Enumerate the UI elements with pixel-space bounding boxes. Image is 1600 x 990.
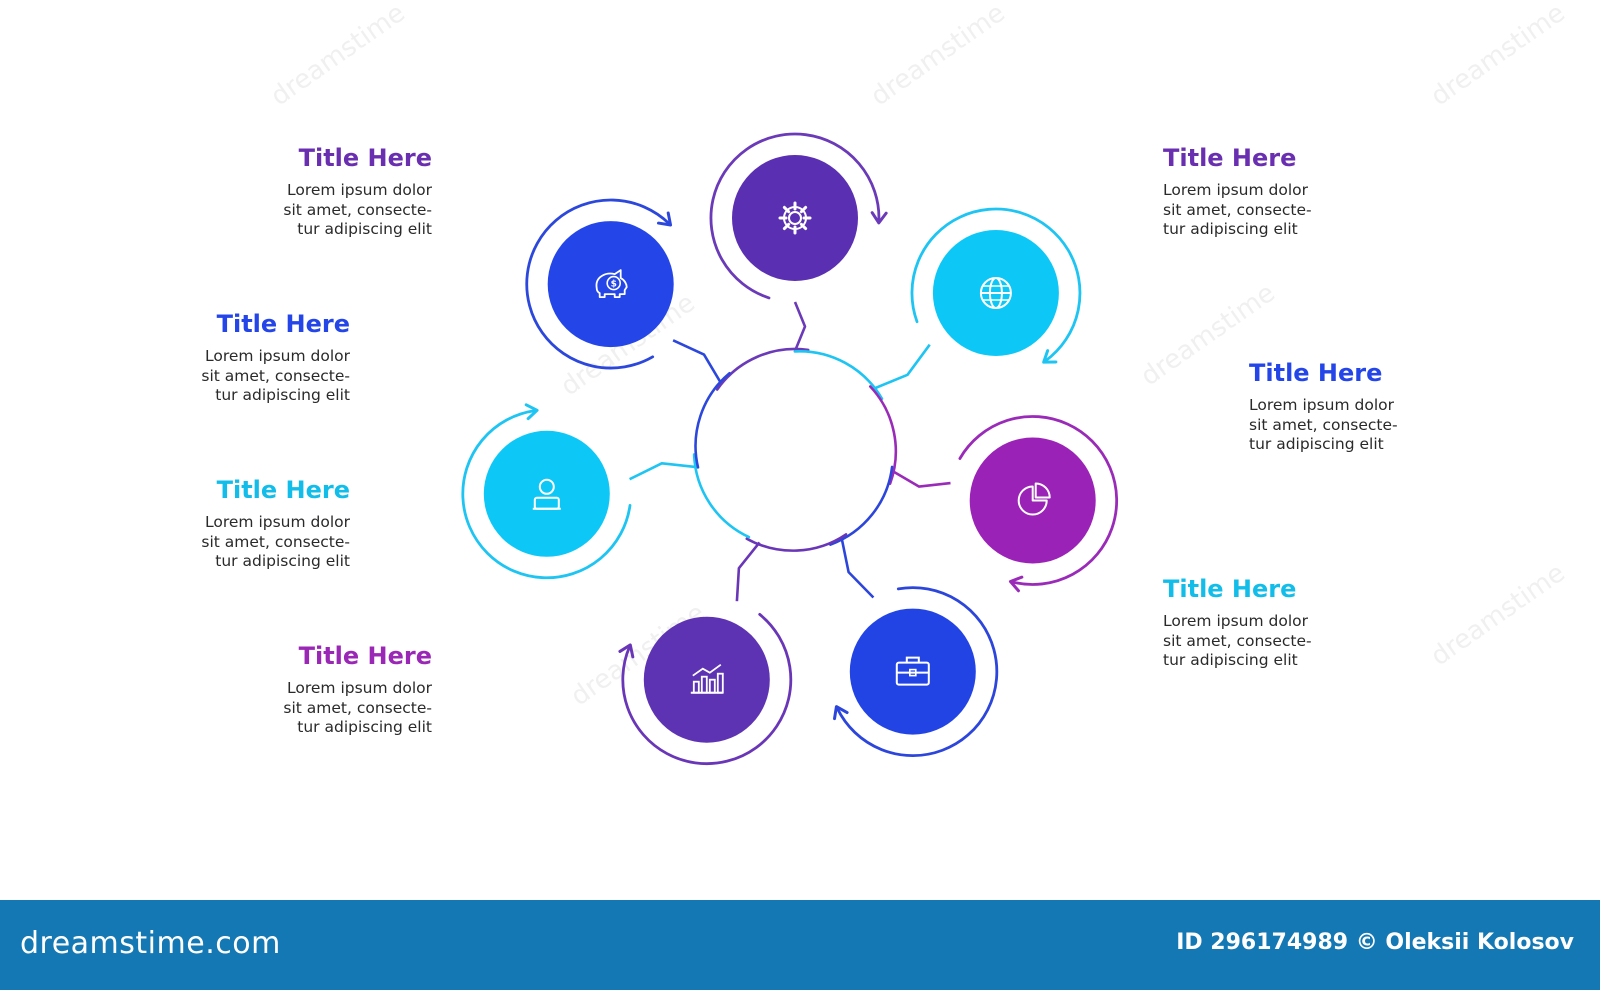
callout-text-line: Lorem ipsum dolor [1249, 396, 1394, 414]
callout-bottom-left: Title Here Lorem ipsum dolor sit amet, c… [202, 641, 432, 738]
briefcase-icon [895, 656, 930, 686]
node-disc-chart[interactable] [643, 616, 770, 743]
callout-top-left: Title Here Lorem ipsum dolor sit amet, c… [202, 143, 432, 240]
callout-text-line: tur adipiscing elit [1249, 435, 1384, 453]
ring-arrowhead [618, 643, 635, 659]
callout-text-line: tur adipiscing elit [1163, 651, 1298, 669]
hub-arc-segment [745, 533, 848, 552]
ring-arrowhead [833, 705, 849, 721]
callout-bottom-right: Title Here Lorem ipsum dolor sit amet, c… [1163, 574, 1393, 671]
callout-text-line: tur adipiscing elit [215, 386, 350, 404]
callout-mid-left-2: Title Here Lorem ipsum dolor sit amet, c… [120, 475, 350, 572]
hub-arc-segment [692, 453, 751, 539]
person-icon [532, 478, 561, 510]
callout-text-line: tur adipiscing elit [297, 718, 432, 736]
node-disc-pie[interactable] [969, 437, 1096, 564]
callout-text-line: Lorem ipsum dolor [205, 347, 350, 365]
node-ring-arc [958, 415, 1119, 586]
callout-title: Title Here [216, 476, 350, 504]
callout-title: Title Here [298, 642, 432, 670]
callout-text-line: Lorem ipsum dolor [287, 679, 432, 697]
callout-text-line: sit amet, consecte- [1163, 200, 1312, 219]
callout-title: Title Here [1249, 359, 1383, 387]
connector-line [629, 462, 698, 481]
ring-arrowhead [1042, 349, 1058, 364]
ring-arrowhead [870, 211, 888, 225]
node-disc-briefcase[interactable] [849, 608, 976, 735]
center-hub [692, 347, 898, 552]
callout-mid-right: Title Here Lorem ipsum dolor sit amet, c… [1249, 358, 1479, 455]
callout-text-line: Lorem ipsum dolor [1163, 181, 1308, 199]
node-ring-arc [621, 613, 793, 766]
node-disc-fill [732, 155, 858, 281]
cycle-diagram: $ [461, 132, 1119, 766]
brand-logo-text[interactable]: dreamstime.com [20, 926, 281, 961]
connector-line [891, 469, 951, 488]
node-disc-fill [547, 221, 674, 348]
ring-arrowhead [656, 211, 673, 227]
callout-mid-left-1: Title Here Lorem ipsum dolor sit amet, c… [120, 309, 350, 406]
callout-text-line: tur adipiscing elit [297, 220, 432, 238]
node-disc-person[interactable] [483, 430, 610, 557]
callout-text-line: tur adipiscing elit [215, 552, 350, 570]
hub-arc-segment [829, 465, 894, 546]
node-ring-arc [525, 198, 671, 370]
node-rings [461, 132, 1119, 766]
node-disc-globe[interactable] [932, 230, 1059, 356]
node-discs: $ [483, 155, 1096, 743]
bar-chart-icon [690, 663, 724, 694]
callout-title: Title Here [216, 310, 350, 338]
hub-arc-segment [694, 371, 731, 469]
callout-text-line: sit amet, consecte- [201, 532, 350, 551]
node-ring-arc [910, 207, 1082, 363]
connector-line [840, 537, 875, 599]
node-disc-gear[interactable] [732, 155, 858, 281]
image-credit: ID 296174989 © Oleksii Kolosov [1176, 930, 1574, 955]
connector-line [735, 541, 761, 602]
callout-text-line: Lorem ipsum dolor [205, 513, 350, 531]
connector-line [672, 339, 723, 385]
globe-icon [979, 277, 1012, 309]
callout-text-line: sit amet, consecte- [201, 366, 350, 385]
callout-text-line: sit amet, consecte- [283, 200, 432, 219]
hub-arc-segment [793, 350, 884, 401]
hub-arc-segment [715, 347, 810, 391]
callout-title: Title Here [1163, 575, 1297, 603]
gear-icon [778, 201, 812, 235]
footer-bar: dreamstime.com ID 296174989 © Oleksii Ko… [0, 900, 1600, 990]
callout-title: Title Here [1163, 144, 1297, 172]
callout-text-line: sit amet, consecte- [1163, 631, 1312, 650]
ring-arrowhead [524, 403, 539, 421]
node-ring-arc [461, 409, 632, 580]
node-ring-arc [835, 586, 999, 757]
pie-chart-icon [1017, 482, 1051, 516]
callout-title: Title Here [298, 144, 432, 172]
callout-text-line: Lorem ipsum dolor [287, 181, 432, 199]
callout-text-line: Lorem ipsum dolor [1163, 612, 1308, 630]
ring-arrowhead [1008, 575, 1024, 593]
node-ring-arc [709, 132, 881, 300]
connector-line [872, 343, 931, 391]
piggy-bank-icon: $ [595, 269, 628, 299]
connector-line [793, 301, 807, 352]
node-disc-piggy[interactable]: $ [547, 221, 674, 348]
callout-top-right: Title Here Lorem ipsum dolor sit amet, c… [1163, 143, 1393, 240]
connector-lines [629, 301, 951, 602]
hub-arc-segment [869, 385, 898, 485]
callout-text-line: tur adipiscing elit [1163, 220, 1298, 238]
callout-text-line: sit amet, consecte- [1249, 415, 1398, 434]
svg-text:$: $ [611, 280, 617, 290]
callout-text-line: sit amet, consecte- [283, 698, 432, 717]
